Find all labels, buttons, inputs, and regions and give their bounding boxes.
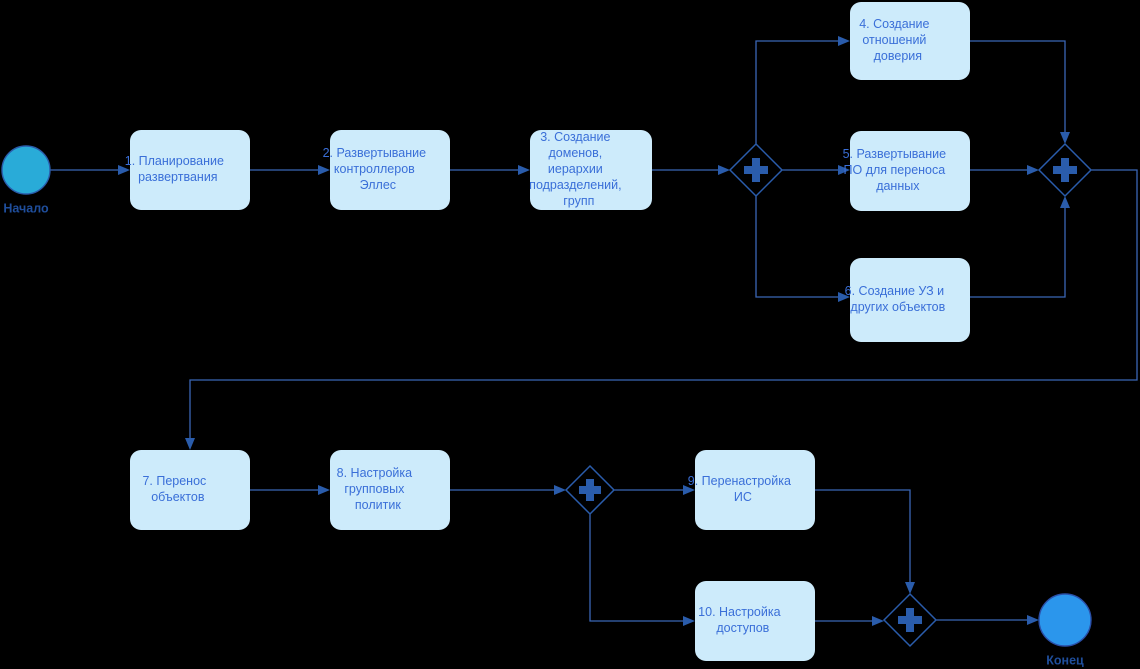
start-event[interactable]: Начало xyxy=(1,145,51,215)
connector-task-9-to-gateway-join-2 xyxy=(815,489,915,594)
end-event-label: Конец xyxy=(1046,653,1084,667)
task-node-9[interactable]: 9. Перенастройка ИС xyxy=(688,450,822,530)
task-node-6[interactable]: 6. Создание УЗ и других объектов xyxy=(845,258,976,342)
task-8-box[interactable] xyxy=(330,450,450,530)
connector-task-4-to-gateway-join-1 xyxy=(970,40,1070,144)
task-node-3[interactable]: 3. Создание доменов, иерархии подразделе… xyxy=(529,130,653,210)
task-node-5[interactable]: 5. Развертывание ПО для переноса данных xyxy=(843,131,978,211)
task-node-1[interactable]: 1. Планирование развертвания xyxy=(125,130,255,210)
task-10-box[interactable] xyxy=(695,581,815,661)
gateway-join-1[interactable] xyxy=(1037,142,1093,198)
task-1-box[interactable] xyxy=(130,130,250,210)
connector-task-2-to-task-3 xyxy=(450,165,530,175)
task-node-10[interactable]: 10. Настройка доступов xyxy=(695,581,815,661)
end-event[interactable]: Конец xyxy=(1038,593,1092,667)
start-event-label: Начало xyxy=(3,201,49,215)
task-2-box[interactable] xyxy=(330,130,450,210)
connector-start-to-task-1 xyxy=(50,165,130,175)
connector-task-8-to-gateway-split-2 xyxy=(450,485,566,495)
plus-glyph xyxy=(579,479,601,501)
gateway-split-1[interactable] xyxy=(728,142,784,198)
task-5-box[interactable] xyxy=(850,131,970,211)
gateway-join-2[interactable] xyxy=(882,592,938,648)
parallel-gateway-icon[interactable] xyxy=(882,592,938,648)
start-event-circle[interactable] xyxy=(1,145,51,195)
task-7-box[interactable] xyxy=(130,450,250,530)
gateway-split-2[interactable] xyxy=(564,464,616,516)
plus-glyph xyxy=(744,158,768,182)
task-3-box[interactable] xyxy=(530,130,652,210)
task-4-box[interactable] xyxy=(850,2,970,80)
parallel-gateway-icon[interactable] xyxy=(564,464,616,516)
end-event-circle[interactable] xyxy=(1038,593,1092,647)
parallel-gateway-icon[interactable] xyxy=(1037,142,1093,198)
connector-task-5-to-gateway-join-1 xyxy=(970,165,1039,175)
connector-task-3-to-gateway-split-1 xyxy=(652,165,730,175)
task-9-box[interactable] xyxy=(695,450,815,530)
connector-gateway-split-1-to-task-5 xyxy=(782,165,850,175)
connector-task-7-to-task-8 xyxy=(250,485,330,495)
plus-glyph xyxy=(898,608,922,632)
connector-gateway-split-2-to-task-10 xyxy=(589,514,695,626)
connector-task-6-to-gateway-join-1 xyxy=(970,196,1070,298)
connector-gateway-split-1-to-task-6 xyxy=(755,196,850,302)
plus-glyph xyxy=(1053,158,1077,182)
task-node-8[interactable]: 8. Настройка групповых политик xyxy=(330,450,450,530)
connector-gateway-split-1-to-task-4 xyxy=(755,36,850,144)
connector-gateway-join-2-to-end xyxy=(936,615,1039,625)
connector-task-1-to-task-2 xyxy=(250,165,330,175)
connector-gateway-split-2-to-task-9 xyxy=(614,485,695,495)
task-node-7[interactable]: 7. Перенос объектов xyxy=(130,450,250,530)
task-node-4[interactable]: 4. Создание отношений доверия xyxy=(850,2,970,80)
task-6-box[interactable] xyxy=(850,258,970,342)
connector-gateway-join-1-to-task-7 xyxy=(185,169,1138,450)
connector-task-10-to-gateway-join-2 xyxy=(815,616,884,626)
parallel-gateway-icon[interactable] xyxy=(728,142,784,198)
connectors-layer xyxy=(50,36,1138,626)
task-node-2[interactable]: 2. Развертывание контроллеров Эллес xyxy=(323,130,458,210)
